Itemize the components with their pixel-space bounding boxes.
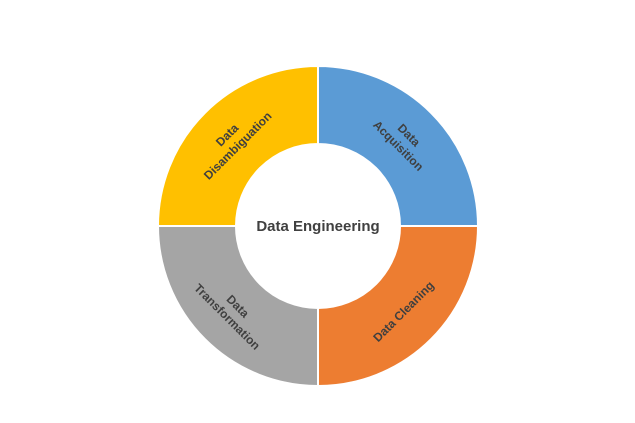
donut-hole	[236, 144, 400, 308]
donut-ring	[156, 64, 480, 388]
center-title: Data Engineering	[256, 218, 379, 235]
